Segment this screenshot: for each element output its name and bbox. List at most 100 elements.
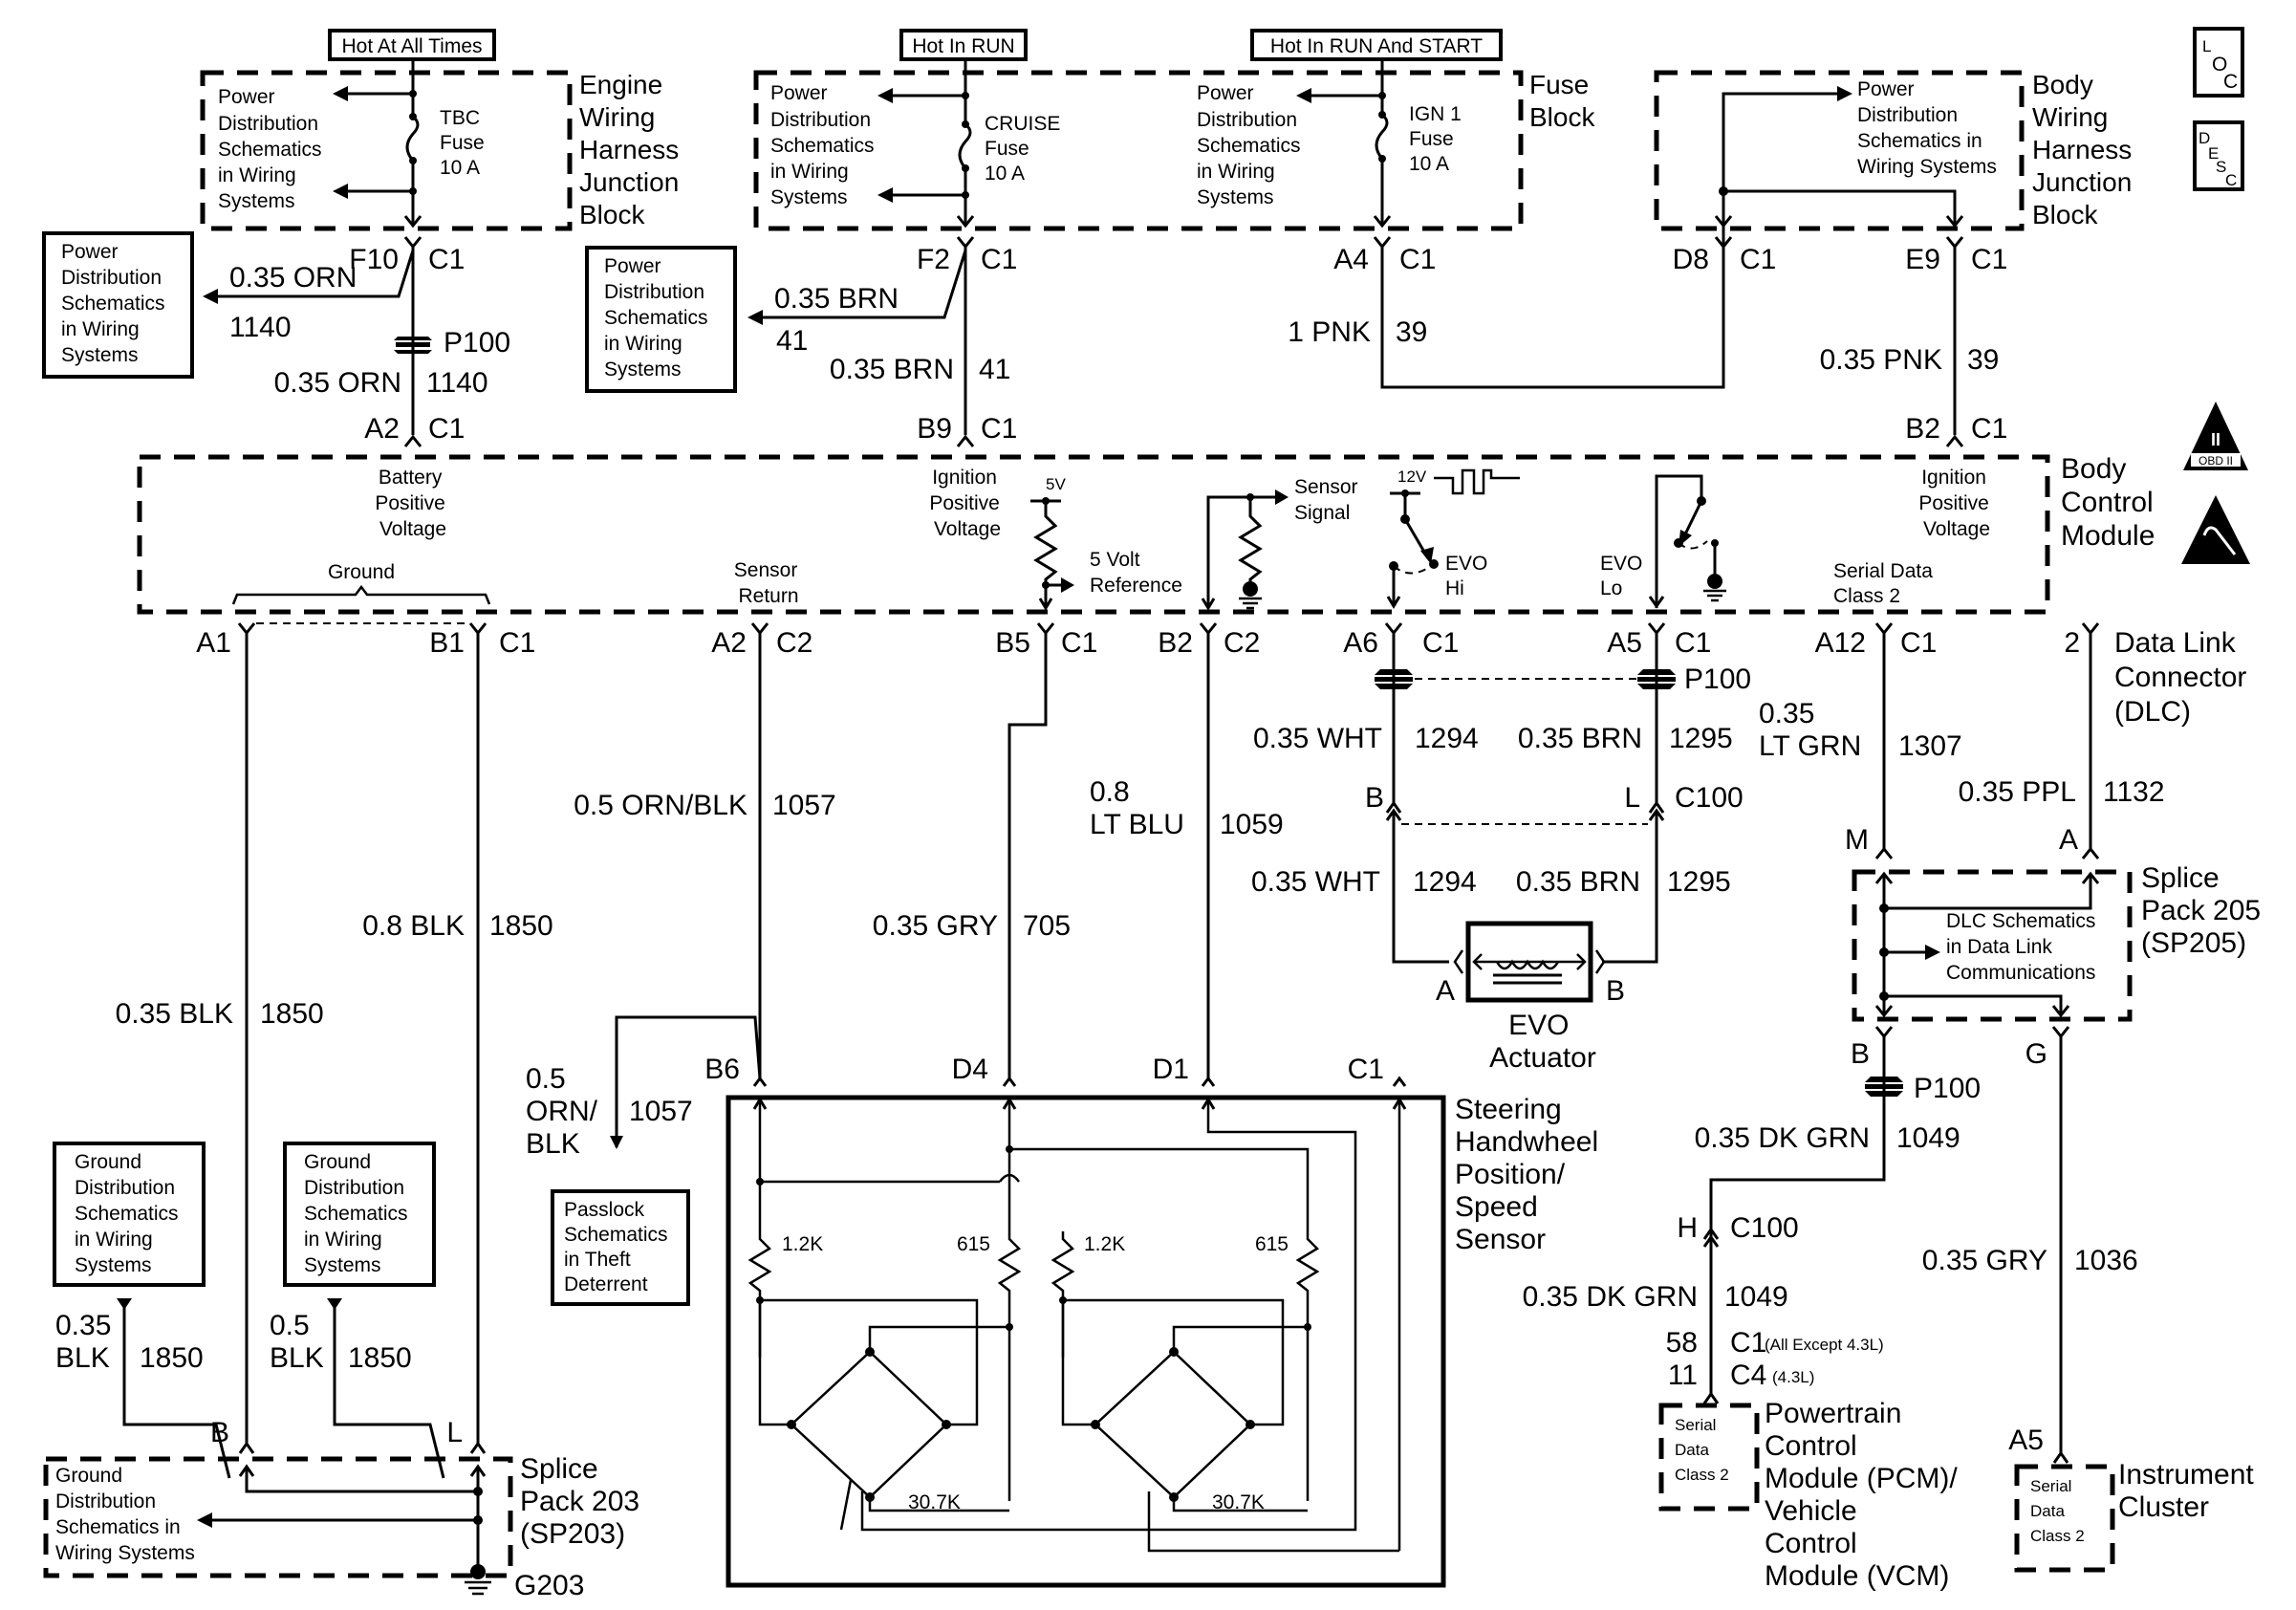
wire-gauge-b2: 0.8 LT BLU [1090, 776, 1184, 840]
conn-c1-e9: C1 [1971, 244, 2007, 275]
five-volt-reference-label: 5 Volt Reference [1090, 549, 1182, 597]
svg-text:Power Distribution: Power Distribution Schematics in Wiring … [61, 241, 170, 366]
passlock-ref-box[interactable]: Passlock Schematics in Theft Deterrent [551, 1189, 690, 1306]
pcm-vcm-title: Powertrain Control Module (PCM)/ Vehicle… [1765, 1398, 1965, 1592]
bcm-pin-b9: B9 [917, 413, 952, 445]
bcm-conn-a5: C1 [1675, 627, 1711, 659]
evo-actuator: A B EVO Actuator [1436, 921, 1625, 1074]
power-distribution-ref-left[interactable]: Power Distribution Schematics in Wiring … [42, 231, 194, 379]
wire-circuit-41: 41 [979, 354, 1010, 385]
ground-ref-left[interactable]: Ground Distribution Schematics in Wiring… [53, 1142, 206, 1287]
ground-brace-icon [231, 584, 491, 605]
bcm-conn-a12: C1 [1900, 627, 1937, 659]
dlc-schematics-ref: DLC Schematics in Data Link Communicatio… [1946, 910, 2101, 984]
pcm-conn-c4: C4 [1730, 1360, 1766, 1391]
pcm-vcm-module: Serial Data Class 2 Powertrain Control M… [1658, 1398, 1965, 1592]
pin-f10: F10 [349, 244, 399, 275]
resistor-615-icon [997, 1231, 1022, 1501]
engine-junction-block: Engine Wiring Harness Junction Block Pow… [200, 70, 686, 231]
sp205-title: Splice Pack 205 (SP205) [2141, 862, 2268, 959]
cruise-fuse-icon [958, 122, 972, 169]
ic-serial-data-label: Serial Data Class 2 [2030, 1477, 2085, 1545]
bridge-sensor-icon-1 [790, 1350, 948, 1499]
c100-pin-l: L [1624, 782, 1640, 814]
bcm-pin-b2: B2 [1158, 627, 1193, 659]
fuse-block-title: Fuse Block [1529, 70, 1596, 132]
battery-positive-voltage-label: Battery Positive Voltage [375, 467, 450, 540]
pin-a4: A4 [1333, 244, 1369, 275]
wire-circuit-1295-top: 1295 [1669, 723, 1733, 754]
bcm-pin-a2: A2 [711, 627, 747, 659]
bcm-conn-b2-top: C1 [1971, 413, 2007, 445]
bcm-conn-b1: C1 [499, 627, 535, 659]
p100-inline-connector-icon [394, 337, 432, 354]
sensor-pin-b6: B6 [704, 1054, 740, 1085]
ground-label: Ground [328, 561, 395, 583]
svg-text:C: C [2225, 171, 2237, 189]
p100-connector-evo-icon [1375, 669, 1676, 689]
svg-text:Passlock Schematics: Passlock Schematics in Theft Deterrent [564, 1199, 673, 1295]
svg-text:E: E [2208, 144, 2219, 163]
wire-gauge-1140-branch: 0.35 ORN [229, 262, 357, 294]
bridge-sensor-icon-2 [1094, 1350, 1252, 1499]
bcm-pin-a1: A1 [196, 627, 231, 659]
bcm-pin-b1: B1 [429, 627, 465, 659]
sp203-pin-l: L [446, 1417, 463, 1448]
pin-d8: D8 [1673, 244, 1709, 275]
obd2-icon: II OBD II [2183, 402, 2248, 470]
desc-icon[interactable]: D E S C [2193, 120, 2244, 191]
wire-circuit-a12: 1307 [1898, 730, 1962, 762]
pcm-conn-c1: C1 [1730, 1327, 1766, 1359]
twelve-v-label: 12V [1397, 468, 1427, 486]
bcm-pin-b2-top: B2 [1905, 413, 1940, 445]
evo-pin-a: A [1436, 975, 1455, 1007]
resistor-1200-label-a: 1.2K [782, 1233, 823, 1255]
ign1-fuse-label: IGN 1 Fuse 10 A [1409, 103, 1467, 175]
cruise-fuse-label: CRUISE Fuse 10 A [985, 113, 1066, 185]
power-distribution-ref-mid[interactable]: Power Distribution Schematics in Wiring … [585, 246, 737, 393]
bcm-conn-b2: C2 [1224, 627, 1260, 659]
pcm-serial-data-label: Serial Data Class 2 [1675, 1416, 1729, 1484]
tbc-fuse-icon [405, 115, 420, 162]
bcm-ground-symbol-1 [1239, 581, 1262, 610]
bcm-conn-b9: C1 [981, 413, 1017, 445]
bcm-pin-b5: B5 [995, 627, 1030, 659]
pullup-resistor-icon [1033, 501, 1058, 606]
five-v-label: 5V [1046, 475, 1066, 493]
evo-pin-b: B [1606, 975, 1625, 1007]
sp203-pin-b: B [210, 1417, 229, 1448]
wire-circuit-1049-bot: 1049 [1724, 1281, 1788, 1313]
conn-c1-a4: C1 [1399, 244, 1436, 275]
body-jb-power-ref: Power Distribution Schematics in Wiring … [1857, 78, 1997, 178]
wire-circuit-1140: 1140 [426, 367, 488, 399]
ign1-fuse-icon [1375, 113, 1389, 160]
svg-text:II: II [2211, 430, 2220, 449]
serial-data-class2-label: Serial Data Class 2 [1833, 560, 1939, 607]
resistor-1200-icon-b [1051, 1231, 1075, 1358]
g203-label: G203 [514, 1570, 584, 1601]
conn-c1-d8: C1 [1740, 244, 1776, 275]
engine-jb-title: Engine Wiring Harness Junction Block [579, 70, 686, 229]
wire-circuit-passlock: 1057 [629, 1096, 693, 1127]
wire-circuit-1140-branch: 1140 [229, 312, 292, 343]
wire-gauge-ground-left: 0.35 BLK [55, 1310, 119, 1374]
wire-gauge-39-pnk1: 1 PNK [1288, 316, 1371, 348]
ground-ref-right[interactable]: Ground Distribution Schematics in Wiring… [283, 1142, 436, 1287]
c100-label-lower: C100 [1730, 1212, 1799, 1244]
c100-pin-b: B [1365, 782, 1384, 814]
wire-circuit-1294-bot: 1294 [1413, 866, 1477, 898]
wire-gauge-41: 0.35 BRN [830, 354, 954, 385]
wire-gauge-a2: 0.5 ORN/BLK [574, 790, 747, 821]
wire-gauge-b5: 0.35 GRY [873, 910, 998, 942]
wire-gauge-a12: 0.35 LT GRN [1759, 698, 1861, 762]
signal-pulldown-resistor-icon [1238, 497, 1263, 585]
wire-circuit-ground-right: 1850 [348, 1342, 412, 1374]
resistor-615-icon-b [1295, 1231, 1320, 1501]
hot-in-run-text: Hot In RUN [912, 35, 1014, 57]
p100-label-mid: P100 [1684, 664, 1751, 695]
p100-label-top: P100 [444, 327, 510, 359]
wire-gauge-1295-bot: 0.35 BRN [1516, 866, 1640, 898]
svg-text:O: O [2212, 54, 2227, 76]
loc-icon[interactable]: L O C [2193, 27, 2244, 98]
